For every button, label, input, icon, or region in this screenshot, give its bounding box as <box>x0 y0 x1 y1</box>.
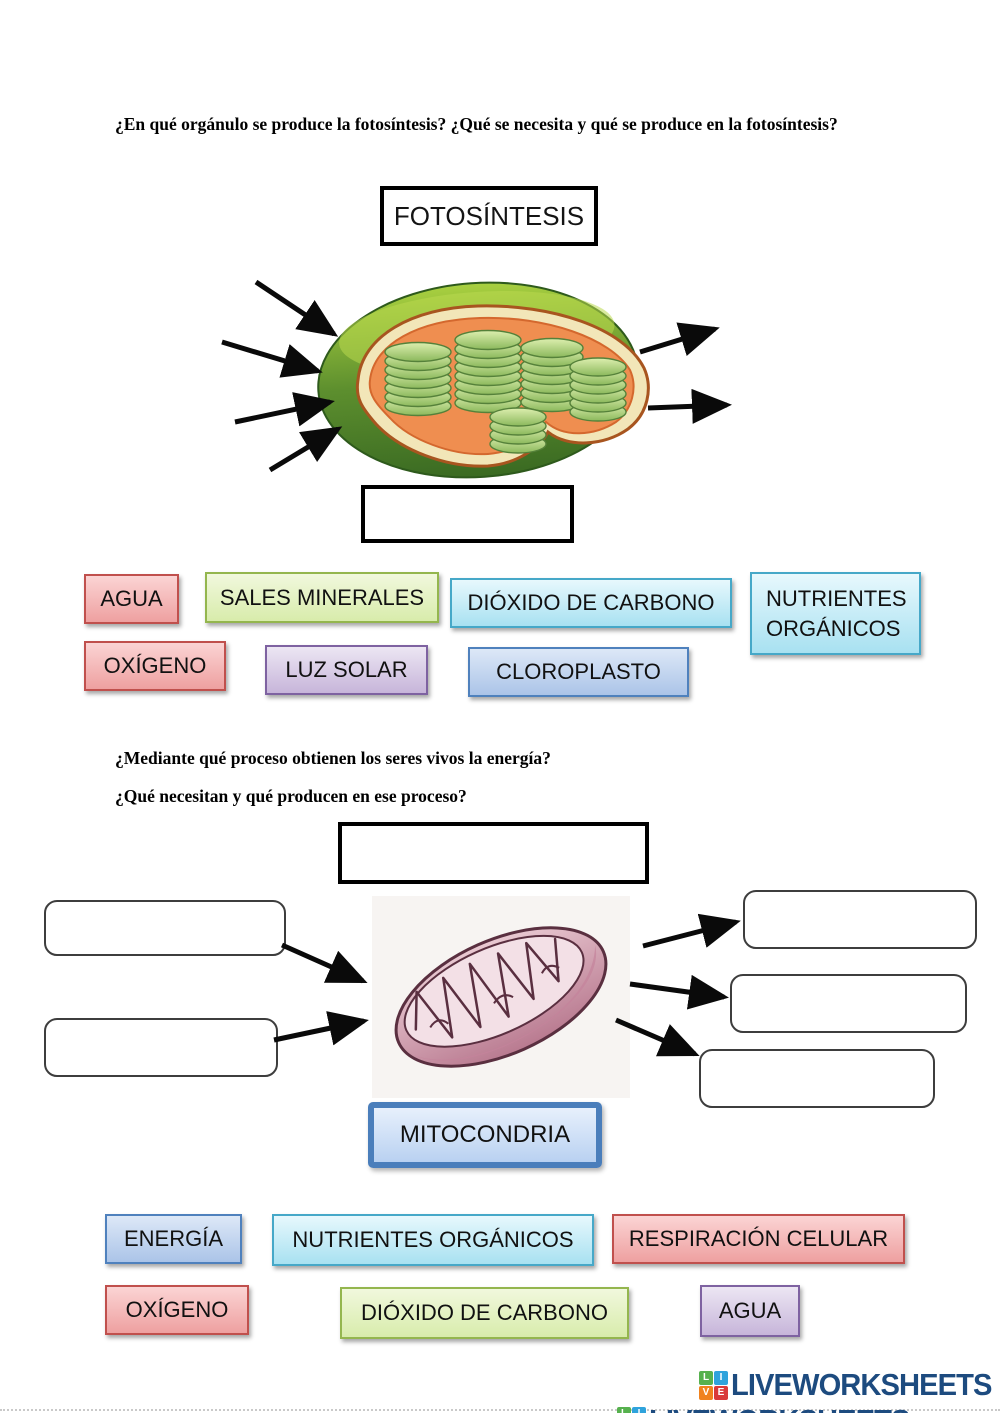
word-chip-nutrientes-organicos[interactable]: NUTRIENTES ORGÁNICOS <box>750 572 921 655</box>
page-bottom-divider <box>0 1409 1000 1411</box>
logo-square-v: V <box>699 1385 713 1400</box>
word-chip-respiracion-celular[interactable]: RESPIRACIÓN CELULAR <box>612 1214 905 1264</box>
word-chip-luz-solar[interactable]: LUZ SOLAR <box>265 645 428 695</box>
question-energy-process: ¿Mediante qué proceso obtienen los seres… <box>115 747 551 768</box>
word-chip-oxigeno[interactable]: OXÍGENO <box>84 641 226 691</box>
fotosintesis-title-label: FOTOSÍNTESIS <box>393 200 585 231</box>
word-chip-dioxido-de-carbono-2[interactable]: DIÓXIDO DE CARBONO <box>340 1287 629 1339</box>
question-photosynthesis: ¿En qué orgánulo se produce la fotosínte… <box>115 113 838 134</box>
word-chip-oxigeno-2[interactable]: OXÍGENO <box>105 1285 249 1335</box>
word-chip-nutrientes-organicos-2[interactable]: NUTRIENTES ORGÁNICOS <box>272 1214 594 1266</box>
word-chip-sales-minerales[interactable]: SALES MINERALES <box>205 572 439 623</box>
word-chip-cloroplasto[interactable]: CLOROPLASTO <box>468 647 689 697</box>
drop-box-output-1[interactable] <box>743 890 977 949</box>
input-arrows <box>221 279 343 473</box>
grana-stacks <box>384 329 627 454</box>
liveworksheets-wordmark-partial: LIVEWORKSHEETS <box>649 1403 910 1413</box>
mitochondria-body <box>394 926 608 1068</box>
output-arrows <box>639 322 732 424</box>
word-chip-dioxido-de-carbono[interactable]: DIÓXIDO DE CARBONO <box>450 578 732 628</box>
chloroplast-diagram <box>221 279 732 479</box>
word-chip-agua-2[interactable]: AGUA <box>700 1285 800 1337</box>
liveworksheets-grid-icon-partial: L I V E <box>617 1406 646 1413</box>
logo-square-l: L <box>699 1370 713 1385</box>
mitocondria-label-box: MITOCONDRIA <box>368 1102 602 1168</box>
logo-square-l-partial: L <box>617 1406 631 1413</box>
liveworksheets-logo-partial: L I V E LIVEWORKSHEETS <box>617 1403 926 1413</box>
question-needs-produces: ¿Qué necesitan y qué producen en ese pro… <box>115 785 467 806</box>
word-chip-energia[interactable]: ENERGÍA <box>105 1214 242 1264</box>
drop-box-input-2[interactable] <box>44 1018 278 1077</box>
logo-square-i-partial: I <box>632 1406 646 1413</box>
drop-box-photosynthesis-answer[interactable] <box>361 485 574 543</box>
drop-box-output-2[interactable] <box>730 974 967 1033</box>
mitocondria-label: MITOCONDRIA <box>399 1121 571 1148</box>
drop-box-input-1[interactable] <box>44 900 286 956</box>
liveworksheets-wordmark: LIVEWORKSHEETS <box>731 1367 992 1402</box>
mitochondria-diagram <box>372 896 630 1098</box>
word-chip-agua[interactable]: AGUA <box>84 574 179 624</box>
drop-box-process-name[interactable] <box>338 822 649 884</box>
logo-square-e: E <box>714 1385 728 1400</box>
logo-square-i: I <box>714 1370 728 1385</box>
fotosintesis-title-box: FOTOSÍNTESIS <box>380 186 598 246</box>
liveworksheets-logo: L I V E LIVEWORKSHEETS <box>699 1367 1000 1403</box>
liveworksheets-grid-icon: L I V E <box>699 1370 728 1400</box>
drop-box-output-3[interactable] <box>699 1049 935 1108</box>
